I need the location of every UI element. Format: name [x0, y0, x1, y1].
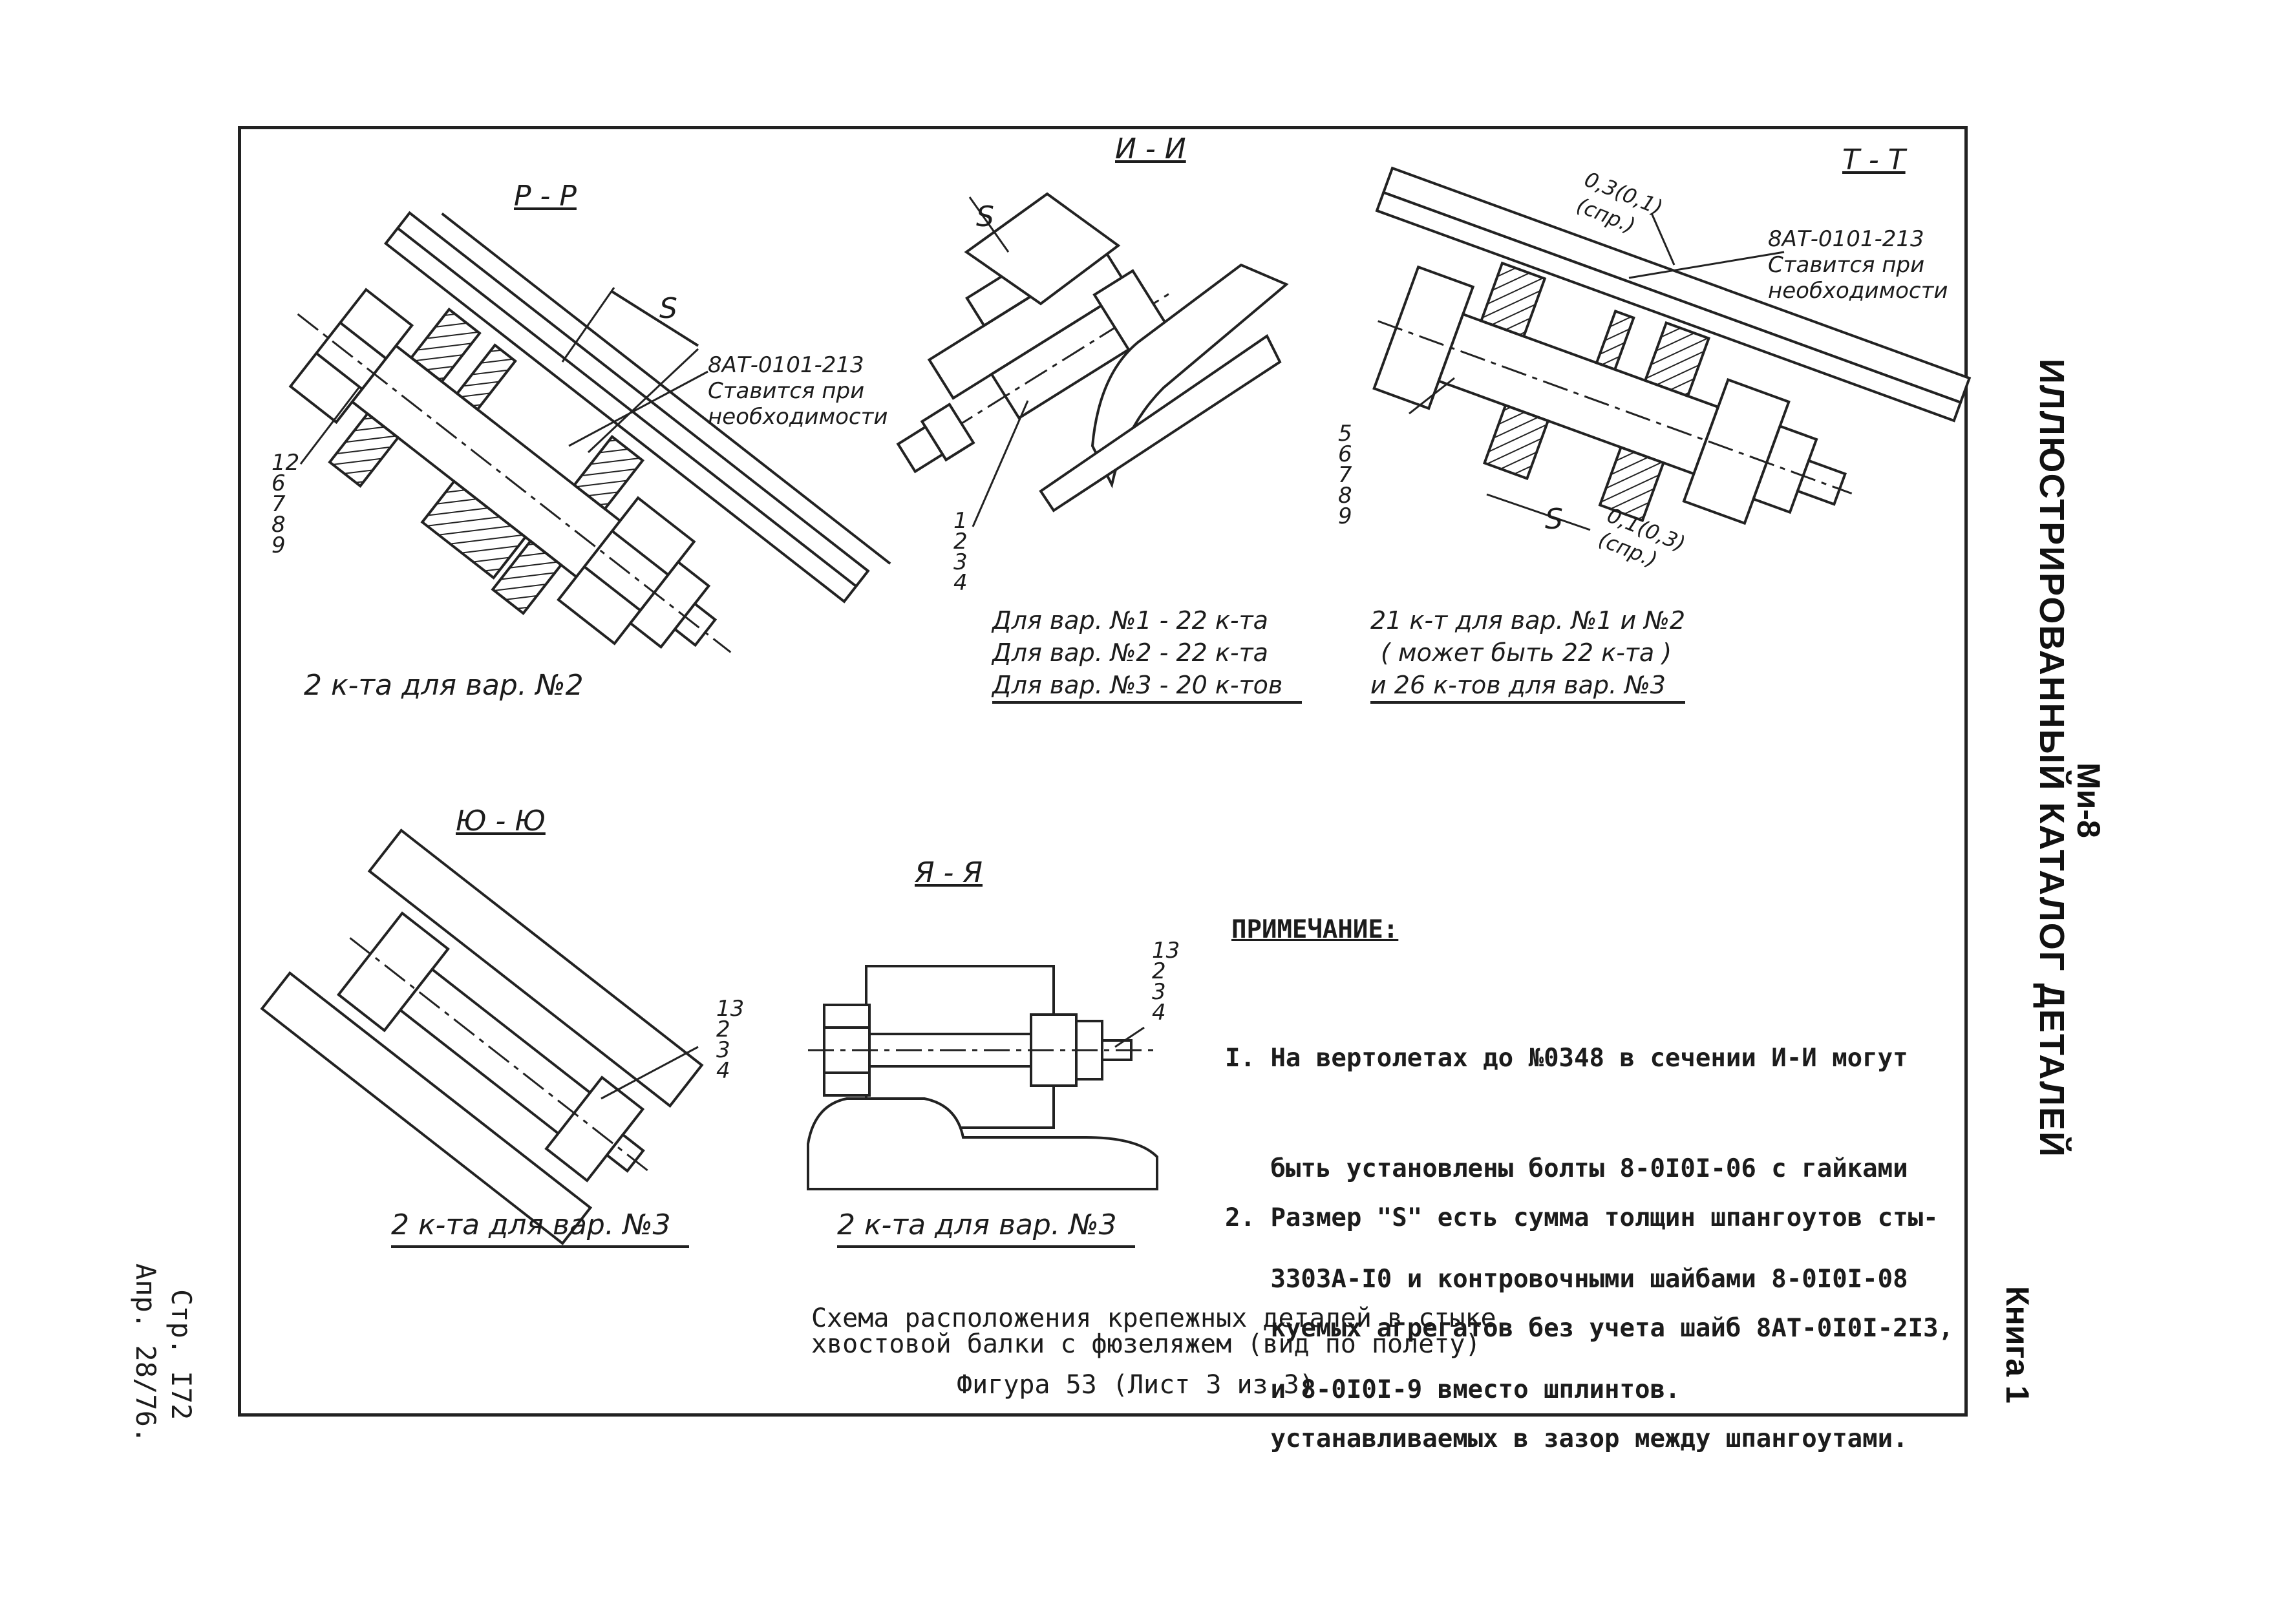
num-t-5: 9 [1338, 503, 1352, 529]
note-2-line-3: устанавливаемых в зазор между шпангоутам… [1225, 1424, 1908, 1453]
note-2-line-1: 2. Размер "S" есть сумма толщин шпангоут… [1225, 1203, 1939, 1232]
num-i-4: 4 [953, 570, 968, 596]
num-t-2: 6 [1338, 441, 1352, 467]
section-r-drawing [288, 211, 891, 653]
dim-s-r: S [659, 292, 677, 325]
drawing-frame [238, 126, 1968, 1417]
section-label-ya: Я - Я [915, 856, 983, 889]
callout-r-line3: необходимости [708, 404, 888, 430]
callout-t-line2: Ставится при [1768, 252, 1925, 278]
num-ya-1: 13 [1152, 938, 1180, 964]
dim-s-i: S [976, 200, 994, 233]
callout-r: 8АТ-0101-213 Ставится при необходимости [708, 352, 888, 430]
num-i-3: 3 [953, 549, 968, 575]
note-2-line-2: куемых агрегатов без учета шайб 8АТ-0I0I… [1225, 1314, 1954, 1343]
numbers-t: 5 6 7 8 9 [1338, 423, 1352, 527]
section-label-t: Т - Т [1842, 143, 1906, 176]
num-i-1: 1 [953, 508, 968, 534]
num-yu-4: 4 [716, 1058, 730, 1084]
note-item-2: 2. Размер "S" есть сумма толщин шпангоут… [1225, 1126, 1953, 1494]
num-r-3: 7 [271, 491, 286, 517]
figure-line-1: Схема расположения крепежных деталей в с… [811, 1303, 1496, 1333]
section-ya-drawing [807, 965, 1158, 1190]
note-1-line-4: и 8-0I0I-9 вместо шплинтов. [1225, 1375, 1681, 1404]
numbers-ya: 13 2 3 4 [1152, 938, 1180, 1026]
dim-s-t: S [1545, 503, 1563, 536]
note-item-1: I. На вертолетах до №0348 в сечении И-И … [1225, 966, 1908, 1445]
num-yu-1: 13 [716, 996, 745, 1022]
num-r-2: 6 [271, 470, 286, 496]
callout-t: 8АТ-0101-213 Ставится при необходимости [1768, 226, 1948, 304]
note-1-line-1: I. На вертолетах до №0348 в сечении И-И … [1225, 1044, 1908, 1073]
num-r-5: 9 [271, 533, 286, 558]
caption-i-3: Для вар. №3 - 20 к-тов [992, 669, 1303, 704]
caption-t-3: и 26 к-тов для вар. №3 [1370, 669, 1686, 704]
num-ya-2: 2 [1152, 958, 1166, 984]
figure-caption: Схема расположения крепежных деталей в с… [811, 1305, 1496, 1357]
section-label-r: Р - Р [514, 180, 577, 213]
revision-date: Апр. 28/76. [130, 1263, 162, 1444]
num-r-4: 8 [271, 512, 286, 538]
section-yu-drawing [260, 828, 704, 1245]
num-yu-3: 3 [716, 1037, 730, 1063]
caption-ya: 2 к-та для вар. №3 [837, 1208, 1135, 1248]
num-t-3: 7 [1338, 462, 1352, 488]
figure-line-2: хвостовой балки с фюзеляжем (вид по поле… [811, 1329, 1481, 1359]
num-yu-2: 2 [716, 1017, 730, 1042]
callout-t-part: 8АТ-0101-213 [1768, 226, 1924, 252]
caption-t-1: 21 к-т для вар. №1 и №2 [1370, 606, 1686, 635]
callout-t-line3: необходимости [1768, 278, 1948, 304]
section-label-i: И - И [1115, 132, 1186, 165]
caption-t: 21 к-т для вар. №1 и №2 ( может быть 22 … [1370, 604, 1686, 704]
num-t-4: 8 [1338, 483, 1352, 509]
caption-i: Для вар. №1 - 22 к-та Для вар. №2 - 22 к… [992, 604, 1303, 704]
caption-r: 2 к-та для вар. №2 [304, 669, 584, 702]
callout-r-part: 8АТ-0101-213 [708, 352, 864, 378]
side-book: Книга 1 [1999, 1286, 2036, 1404]
note-1-line-3: 3303А-I0 и контровочными шайбами 8-0I0I-… [1225, 1265, 1908, 1294]
section-t-drawing [1372, 166, 1972, 525]
note-title: ПРИМЕЧАНИЕ: [1231, 915, 1399, 944]
caption-yu: 2 к-та для вар. №3 [391, 1208, 689, 1248]
numbers-r: 12 6 7 8 9 [271, 452, 299, 556]
num-i-2: 2 [953, 529, 968, 554]
note-1-line-2: быть установлены болты 8-0I0I-06 с гайка… [1225, 1154, 1908, 1183]
numbers-i: 1 2 3 4 [953, 508, 968, 596]
caption-i-1: Для вар. №1 - 22 к-та [992, 606, 1268, 635]
callout-r-line2: Ставится при [708, 378, 865, 404]
section-label-yu: Ю - Ю [456, 805, 546, 838]
num-r-1: 12 [271, 450, 300, 476]
caption-t-2: ( может быть 22 к-та ) [1381, 638, 1672, 667]
numbers-yu: 13 2 3 4 [716, 996, 745, 1084]
figure-number: Фигура 53 (Лист 3 из 3) [957, 1370, 1315, 1400]
num-t-1: 5 [1338, 421, 1352, 447]
caption-i-2: Для вар. №2 - 22 к-та [992, 638, 1268, 667]
num-ya-3: 3 [1152, 979, 1166, 1005]
side-model: Ми-8 [2070, 763, 2107, 838]
page-number: Стр. I72 [165, 1289, 197, 1420]
num-ya-4: 4 [1152, 1000, 1166, 1026]
side-catalog: ИЛЛЮСТРИРОВАННЫЙ КАТАЛОГ ДЕТАЛЕЙ [2032, 359, 2071, 1158]
